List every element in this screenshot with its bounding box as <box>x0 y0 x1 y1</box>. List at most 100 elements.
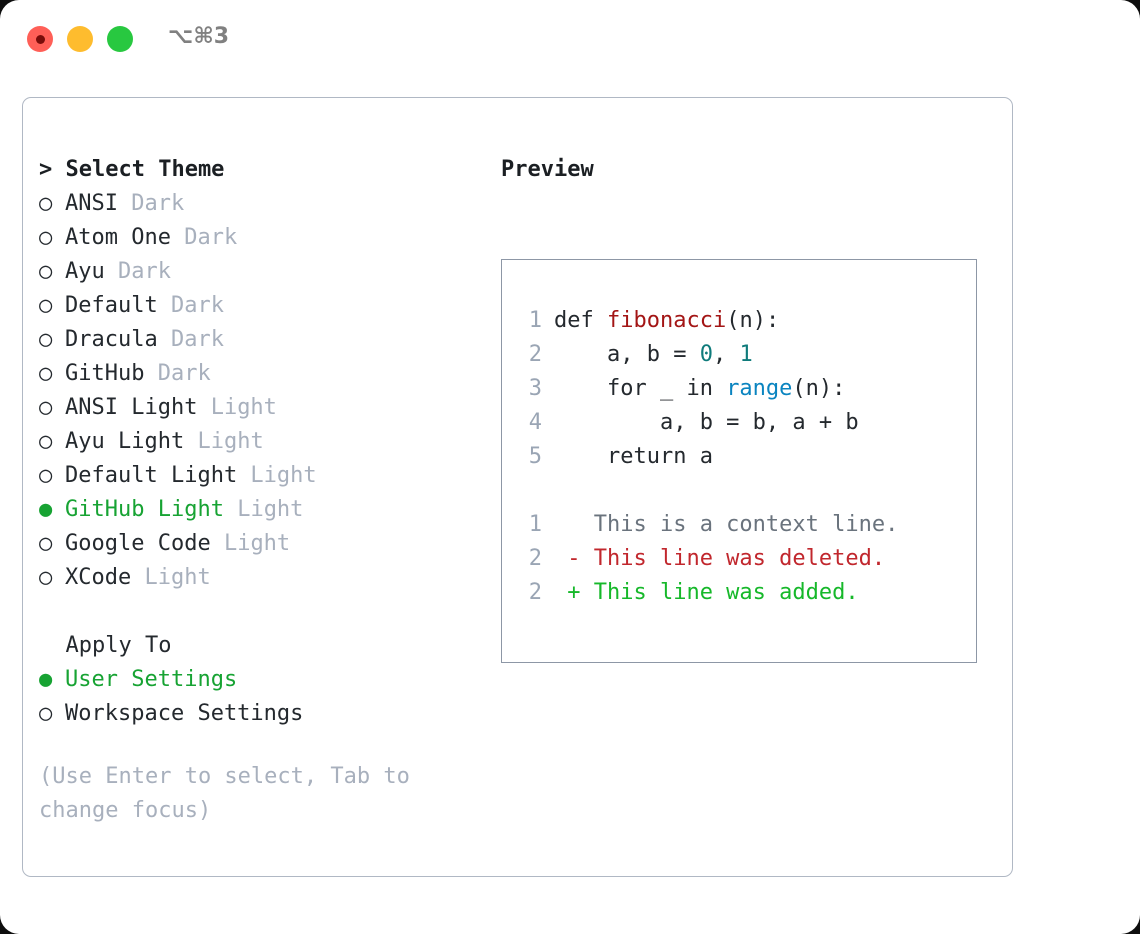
theme-option-label: Default Light <box>65 463 238 488</box>
code-token: (n): <box>792 376 846 401</box>
keyboard-hint: (Use Enter to select, Tab to change focu… <box>39 764 410 823</box>
radio-unselected-icon: ○ <box>39 429 53 454</box>
theme-variant-badge: Dark <box>170 225 238 250</box>
theme-option-label: Google Code <box>65 531 211 556</box>
apply-to-option-label: Workspace Settings <box>65 701 304 726</box>
theme-picker-column: > Select Theme○ANSI Dark○Atom One Dark○A… <box>39 153 479 731</box>
apply-to-option-label: User Settings <box>65 667 238 692</box>
theme-option[interactable]: ○Default Dark <box>39 289 479 323</box>
apply-to-option[interactable]: ○ Workspace Settings <box>39 697 479 731</box>
code-token: 1 <box>739 342 753 367</box>
theme-option-label: Ayu <box>65 259 105 284</box>
theme-variant-badge: Light <box>210 531 291 556</box>
diff-line-number: 2 <box>528 546 542 571</box>
diff-line-text: - This line was deleted. <box>554 546 886 571</box>
theme-option-label: ANSI Light <box>65 395 198 420</box>
theme-option-label: Default <box>65 293 158 318</box>
radio-selected-icon: ● <box>39 497 53 522</box>
theme-variant-badge: Light <box>223 497 304 522</box>
radio-selected-icon: ● <box>39 667 53 692</box>
title-bar: ⌥⌘3 <box>0 0 1140 78</box>
theme-variant-badge: Dark <box>157 327 224 352</box>
code-token: range <box>726 376 793 401</box>
code-line-number: 5 <box>528 444 542 469</box>
radio-unselected-icon: ○ <box>39 395 53 420</box>
apply-to-option[interactable]: ● User Settings <box>39 663 479 697</box>
code-token: def <box>554 308 607 333</box>
code-token: fibonacci <box>606 308 727 333</box>
code-line: 5 return a <box>516 440 898 474</box>
theme-variant-badge: Light <box>197 395 277 420</box>
theme-option-label: GitHub <box>65 361 145 386</box>
diff-line-number: 1 <box>528 512 542 537</box>
diff-line: 2 + This line was added. <box>516 576 898 610</box>
code-line-number: 3 <box>528 376 542 401</box>
theme-option[interactable]: ○ Google Code Light <box>39 527 479 561</box>
preview-heading: Preview <box>501 157 594 182</box>
maximize-button[interactable] <box>107 26 133 52</box>
theme-option[interactable]: ○ Atom One Dark <box>39 221 479 255</box>
radio-unselected-icon: ○ <box>39 361 53 386</box>
theme-option-label: Ayu Light <box>65 429 185 454</box>
radio-unselected-icon: ○ <box>39 531 53 556</box>
theme-variant-badge: Dark <box>104 259 171 284</box>
close-button[interactable] <box>27 26 53 52</box>
theme-variant-badge: Light <box>184 429 264 454</box>
code-token: (n): <box>726 308 780 333</box>
code-diff-separator <box>516 474 898 508</box>
code-token: a, b = b, a + b <box>554 410 859 435</box>
theme-variant-badge: Light <box>131 565 211 590</box>
apply-to-heading: Apply To <box>39 633 172 658</box>
code-line-number: 2 <box>528 342 542 367</box>
theme-option-label: GitHub Light <box>65 497 224 522</box>
code-token: for _ in <box>554 376 727 401</box>
code-line: 1 def fibonacci(n): <box>516 304 898 338</box>
theme-list: > Select Theme○ANSI Dark○Atom One Dark○A… <box>39 153 479 595</box>
recording-indicator-icon <box>35 34 45 44</box>
theme-option-label: Dracula <box>65 327 158 352</box>
diff-line: 2 - This line was deleted. <box>516 542 898 576</box>
code-token: 0 <box>699 342 713 367</box>
section-spacer <box>39 595 479 629</box>
theme-option[interactable]: ○ Default Light Light <box>39 459 479 493</box>
theme-variant-badge: Dark <box>157 293 224 318</box>
code-line-number: 1 <box>528 308 542 333</box>
theme-option[interactable]: ○ Ayu Dark <box>39 255 479 289</box>
theme-option[interactable]: ○ GitHub Dark <box>39 357 479 391</box>
theme-option[interactable]: ○ Dracula Dark <box>39 323 479 357</box>
radio-unselected-icon: ○ <box>39 259 53 284</box>
theme-variant-badge: Dark <box>117 191 185 216</box>
radio-unselected-icon: ○ <box>39 701 53 726</box>
theme-list-heading: > Select Theme <box>39 157 225 182</box>
theme-option-label: XCode <box>65 565 132 590</box>
diff-line-number: 2 <box>528 580 542 605</box>
code-line: 3 for _ in range(n): <box>516 372 898 406</box>
theme-option[interactable]: ○ Ayu Light Light <box>39 425 479 459</box>
theme-option-label: Atom One <box>65 225 171 250</box>
radio-unselected-icon: ○ <box>39 327 53 352</box>
theme-option[interactable]: ○ANSI Dark <box>39 187 479 221</box>
theme-variant-badge: Dark <box>144 361 211 386</box>
theme-option[interactable]: ● GitHub Light Light <box>39 493 479 527</box>
code-token: a, b = <box>554 342 700 367</box>
code-line: 4 a, b = b, a + b <box>516 406 898 440</box>
keyboard-shortcut-label: ⌥⌘3 <box>168 24 230 49</box>
theme-option-label: ANSI <box>65 191 118 216</box>
diff-line-text: This is a context line. <box>554 512 899 537</box>
radio-unselected-icon: ○ <box>39 225 53 250</box>
theme-option[interactable]: ○XCode Light <box>39 561 479 595</box>
theme-variant-badge: Light <box>237 463 317 488</box>
main-panel: > Select Theme○ANSI Dark○Atom One Dark○A… <box>22 97 1013 877</box>
minimize-button[interactable] <box>67 26 93 52</box>
code-line-number: 4 <box>528 410 542 435</box>
diff-line: 1 This is a context line. <box>516 508 899 542</box>
theme-option[interactable]: ○ ANSI Light Light <box>39 391 479 425</box>
radio-unselected-icon: ○ <box>39 463 53 488</box>
code-line: 2 a, b = 0, 1 <box>516 338 898 372</box>
window-controls <box>27 26 133 52</box>
diff-line-text: + This line was added. <box>554 580 859 605</box>
